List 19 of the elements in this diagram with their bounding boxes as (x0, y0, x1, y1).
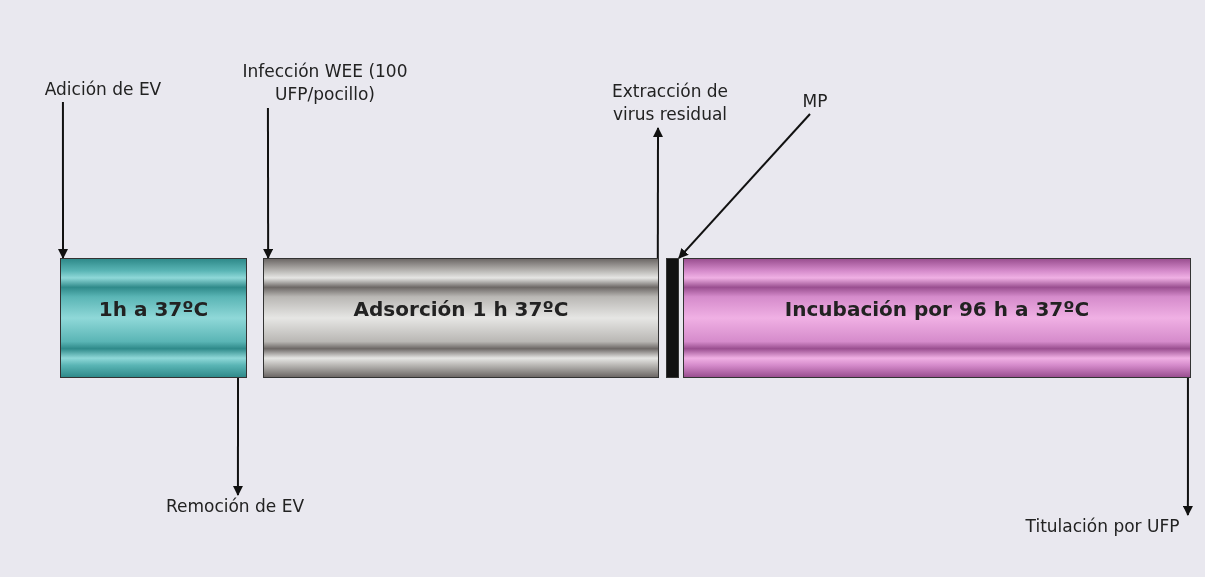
arrow (653, 127, 663, 259)
arrow (58, 101, 68, 259)
stage-label: Incubación por 96 h a 37ºC (784, 297, 1090, 321)
step-label: Extracción de virus residual (595, 80, 745, 128)
stage-label: Adsorción 1 h 37ºC (353, 297, 569, 321)
arrow (263, 107, 274, 259)
stage-label: 1h a 37ºC (98, 297, 209, 321)
stage-bar (263, 258, 659, 378)
arrow (1182, 377, 1193, 516)
step-label: Titulación por UFP (1005, 515, 1200, 539)
separator-bar (666, 258, 679, 378)
step-label: MP (795, 90, 835, 114)
stage-bar (60, 258, 247, 378)
arrow (232, 377, 243, 496)
arrow (678, 113, 811, 259)
step-label: Infección WEE (100 UFP/pocillo) (235, 60, 415, 108)
step-label: Adición de EV (28, 78, 178, 102)
stage-bar (683, 258, 1191, 378)
step-label: Remoción de EV (130, 495, 340, 519)
